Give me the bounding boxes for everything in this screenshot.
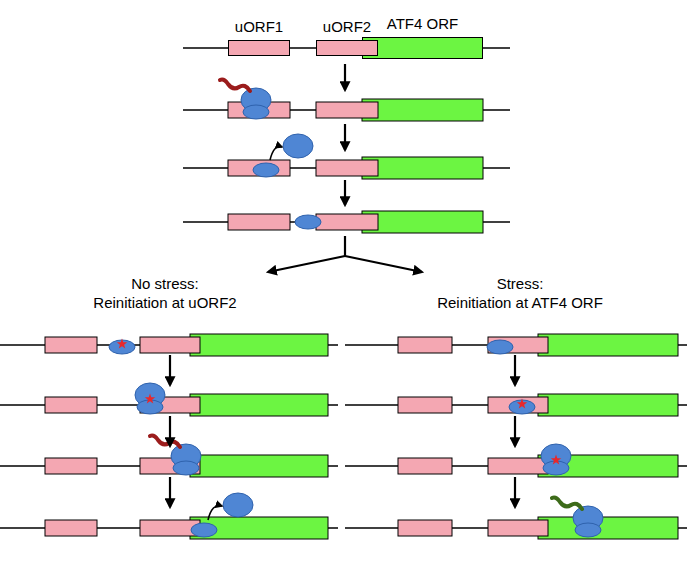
tc-star (551, 455, 561, 465)
mrna (183, 157, 510, 179)
orf-name: uORF2 (323, 18, 371, 36)
mrna (345, 455, 687, 477)
small-subunit (173, 461, 199, 475)
small-subunit (253, 163, 279, 177)
branch-heading: Reinitiation at uORF2 (93, 294, 236, 312)
tc-star (517, 399, 527, 409)
mrna (183, 99, 510, 121)
small-subunit (575, 523, 601, 537)
peptide-chain (220, 80, 250, 92)
step-arrow (514, 355, 516, 385)
orf-name: uORF1 (235, 18, 283, 36)
branch-heading: No stress: (131, 275, 199, 293)
step-arrow (169, 355, 171, 385)
small-subunit (243, 105, 269, 119)
orf-name: ATF4 ORF (387, 15, 458, 33)
mrna (183, 211, 510, 233)
large-subunit (223, 493, 253, 517)
step-arrow (344, 64, 346, 90)
peptide-chain (150, 436, 180, 448)
small-subunit (487, 340, 513, 354)
orf-box: uORF1 (228, 18, 290, 56)
small-subunit (191, 523, 217, 537)
tc-star (117, 339, 127, 349)
mrna (0, 455, 338, 477)
orf-rect (228, 40, 290, 56)
tc-star (145, 394, 155, 404)
small-subunit (543, 461, 569, 475)
small-subunit (137, 400, 163, 414)
release-arrow (270, 147, 282, 160)
large-subunit (283, 134, 313, 158)
small-subunit (295, 215, 321, 229)
step-arrow (344, 124, 346, 150)
fork-stem (344, 236, 346, 256)
mrna (345, 394, 687, 416)
mrna (0, 394, 338, 416)
release-arrow (208, 506, 222, 520)
step-arrow (169, 477, 171, 507)
mrna (0, 517, 338, 539)
mrna (345, 517, 687, 539)
step-arrow (514, 477, 516, 507)
orf-box: uORF2 (316, 18, 378, 56)
step-arrow (268, 256, 345, 272)
step-arrow (169, 416, 171, 446)
step-arrow (514, 416, 516, 446)
mrna (345, 334, 687, 356)
peptide-chain (552, 498, 582, 510)
orf-rect (362, 37, 483, 59)
branch-heading: Reinitiation at ATF4 ORF (437, 294, 603, 312)
step-arrow (345, 256, 422, 272)
orf-box: ATF4 ORF (362, 15, 483, 59)
orf-rect (316, 40, 378, 56)
mrna (0, 334, 338, 356)
branch-heading: Stress: (497, 275, 544, 293)
step-arrow (344, 180, 346, 205)
